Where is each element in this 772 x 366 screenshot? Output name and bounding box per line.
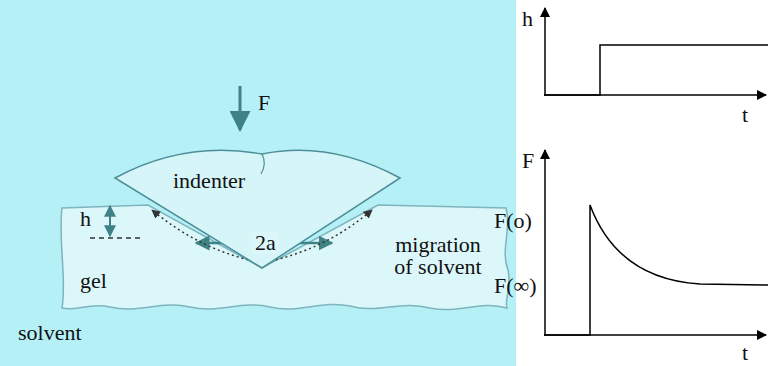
- indenter-crease: [261, 154, 264, 174]
- flow-label: migration of solvent: [386, 234, 490, 278]
- y-axis: [544, 150, 546, 336]
- relaxation-curve: [545, 205, 768, 335]
- force-label: F: [258, 92, 270, 114]
- solvent-flow-arrow: [266, 210, 372, 262]
- force-arrow: [239, 86, 242, 130]
- axis-label: t: [742, 342, 748, 364]
- solvent-bath: [0, 0, 516, 366]
- y-axis: [544, 8, 546, 96]
- value-label: F(∞): [494, 275, 537, 297]
- solvent-flow-arrow: [152, 210, 258, 262]
- depth-line: [90, 237, 140, 239]
- depth-arrow: [109, 206, 111, 236]
- solvent-label: solvent: [18, 322, 82, 344]
- value-label: F(o): [494, 210, 532, 232]
- axis-label: h: [522, 8, 533, 30]
- contact-width-label: 2a: [252, 232, 279, 254]
- depth-label: h: [80, 208, 91, 230]
- axis-label: t: [742, 104, 748, 126]
- step-curve: [545, 45, 768, 95]
- gel-slab-outline: [61, 205, 509, 310]
- gel-slab-text: gel: [80, 270, 107, 292]
- indenter-cone-text: indenter: [173, 170, 245, 192]
- axis-label: F: [522, 150, 534, 172]
